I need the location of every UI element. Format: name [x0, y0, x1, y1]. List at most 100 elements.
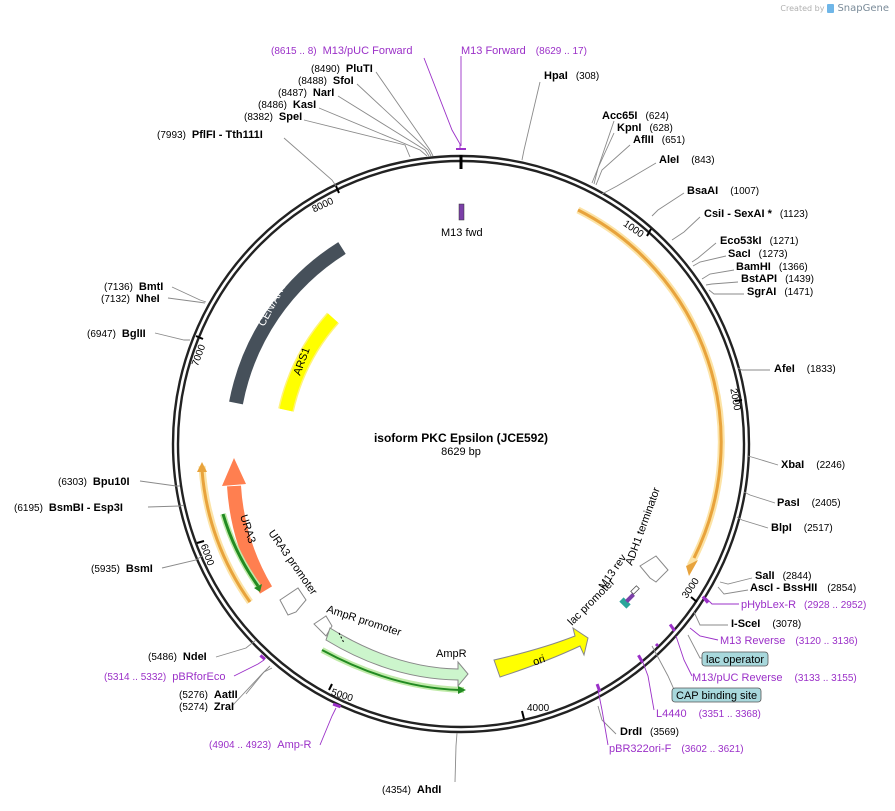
- credit-prefix: Created by: [780, 4, 825, 13]
- orf-ampr-arrowhead: [458, 686, 466, 694]
- feature-cenars[interactable]: [229, 242, 346, 405]
- enzyme-label[interactable]: Eco53kI(1271): [720, 235, 799, 247]
- enzyme-label[interactable]: (5935)BsmI: [91, 563, 153, 575]
- ruler-tick-label: 4000: [527, 703, 550, 714]
- ruler-tick-mark: [734, 399, 743, 402]
- enzyme-labels: (8490)PluTI (8488)SfoI (8487)NarI (8486)…: [14, 63, 856, 796]
- enzyme-label[interactable]: I-SceI(3078): [731, 618, 801, 630]
- enzyme-label[interactable]: AscI - BssHII(2854): [750, 582, 856, 594]
- enzyme-label[interactable]: SgrAI(1471): [747, 286, 813, 298]
- feature-m13fwd-mark[interactable]: [458, 203, 465, 221]
- ruler-tick-mark: [521, 710, 525, 720]
- feature-ori-label: ori: [531, 653, 547, 668]
- enzyme-label[interactable]: AleI(843): [659, 154, 715, 166]
- enzyme-label[interactable]: AfeI(1833): [774, 363, 836, 375]
- orf-ampr[interactable]: [321, 649, 461, 691]
- snapgene-logo-icon: [827, 4, 835, 13]
- enzyme-label[interactable]: (8487)NarI: [278, 87, 334, 99]
- cap-binding-site-label: CAP binding site: [676, 690, 757, 702]
- feature-ampr-promoter[interactable]: [313, 615, 333, 637]
- feature-adh1-terminator[interactable]: [639, 555, 669, 583]
- feature-ampr[interactable]: [325, 627, 469, 688]
- enzyme-label[interactable]: BstAPI(1439): [741, 273, 814, 285]
- primer-label[interactable]: L4440(3351 .. 3368): [656, 708, 761, 720]
- ampr-promoter-boundary: [338, 632, 345, 644]
- ruler-tick-mark: [196, 540, 205, 544]
- boxed-feature-labels: lac operator CAP binding site: [671, 651, 769, 703]
- orf-right[interactable]: [577, 208, 723, 559]
- enzyme-label[interactable]: XbaI(2246): [781, 459, 845, 471]
- feature-adh1-label: ADH1 terminator: [624, 486, 663, 567]
- feature-ars1[interactable]: [279, 313, 338, 412]
- primer-label[interactable]: M13 Forward(8629 .. 17): [461, 45, 587, 57]
- feature-small-mark[interactable]: [630, 585, 640, 595]
- cap-binding-site-box[interactable]: [671, 687, 762, 703]
- enzyme-label[interactable]: BamHI(1366): [736, 261, 808, 273]
- enzyme-label[interactable]: HpaI(308): [544, 70, 599, 82]
- enzyme-label[interactable]: (6947)BglII: [87, 328, 146, 340]
- enzyme-label[interactable]: DrdI(3569): [620, 726, 679, 738]
- enzyme-label[interactable]: (5276)AatII: [179, 689, 238, 701]
- ruler-tick-label: 8000: [311, 196, 336, 216]
- enzyme-label[interactable]: AflII(651): [633, 134, 685, 146]
- enzyme-label[interactable]: (7136)BmtI: [104, 281, 163, 293]
- feature-lac-operator-mark[interactable]: [619, 597, 631, 609]
- lac-operator-box[interactable]: [701, 651, 769, 667]
- primer-label[interactable]: (8615 .. 8)M13/pUC Forward: [271, 45, 412, 57]
- lac-operator-label: lac operator: [706, 654, 764, 666]
- enzyme-label[interactable]: (6303)Bpu10I: [58, 476, 130, 488]
- orf-left[interactable]: [200, 469, 252, 603]
- enzyme-label[interactable]: BlpI(2517): [771, 522, 833, 534]
- enzyme-label[interactable]: SalI(2844): [755, 570, 811, 582]
- enzyme-label[interactable]: (5486)NdeI: [148, 651, 207, 663]
- ruler-tick-mark: [328, 683, 333, 691]
- feature-ura3-arrowhead: [222, 458, 246, 486]
- ruler-tick-mark: [690, 596, 698, 603]
- primer-label[interactable]: pBR322ori-F(3602 .. 3621): [609, 743, 744, 755]
- orf-ura3-green[interactable]: [221, 513, 260, 587]
- orf-ura3-green-arrowhead: [254, 584, 262, 592]
- primer-label[interactable]: M13/pUC Reverse(3133 .. 3155): [692, 672, 857, 684]
- primer-label[interactable]: M13 Reverse(3120 .. 3136): [720, 635, 858, 647]
- enzyme-label[interactable]: PasI(2405): [777, 497, 841, 509]
- ruler-tick-mark: [195, 335, 204, 340]
- orf-left-arrowhead: [197, 462, 207, 472]
- ruler-tick-mark: [646, 228, 652, 237]
- primer-label[interactable]: (4904 .. 4923)Amp-R: [209, 739, 312, 751]
- enzyme-label[interactable]: SacI(1273): [728, 248, 788, 260]
- enzyme-label[interactable]: (8486)KasI: [258, 99, 316, 111]
- feature-ampr-label: AmpR: [436, 648, 467, 660]
- enzyme-label[interactable]: BsaAI(1007): [687, 185, 759, 197]
- enzyme-label[interactable]: Acc65I(624): [602, 110, 669, 122]
- snapgene-credit: Created by SnapGene: [780, 3, 889, 14]
- primer-label[interactable]: (5314 .. 5332)pBRforEco: [104, 671, 225, 683]
- feature-m13fwd-label: M13 fwd: [441, 227, 483, 239]
- enzyme-label[interactable]: KpnI(628): [617, 122, 673, 134]
- primer-labels: (8615 .. 8)M13/pUC Forward M13 Forward(8…: [104, 45, 866, 755]
- enzyme-label[interactable]: (6195)BsmBI - Esp3I: [14, 502, 123, 514]
- feature-ura3-promoter-label: URA3 promoter: [266, 528, 320, 598]
- feature-ori[interactable]: [493, 626, 589, 678]
- enzyme-label[interactable]: (8382)SpeI: [244, 111, 302, 123]
- enzyme-label[interactable]: (4354)AhdI: [382, 784, 441, 796]
- enzyme-label[interactable]: (7132)NheI: [101, 293, 160, 305]
- enzyme-label[interactable]: (8490)PluTI: [311, 63, 373, 75]
- plasmid-size: 8629 bp: [441, 446, 481, 458]
- plasmid-name: isoform PKC Epsilon (JCE592): [374, 431, 548, 445]
- ruler-tick-label: 2000: [727, 388, 742, 412]
- ruler-tick-label: 7000: [190, 343, 208, 368]
- primer-label[interactable]: pHybLex-R(2928 .. 2952): [741, 599, 866, 611]
- feature-ura3-promoter[interactable]: [279, 587, 307, 616]
- enzyme-label[interactable]: (8488)SfoI: [298, 75, 354, 87]
- ruler-tick-mark: [335, 185, 340, 194]
- enzyme-label[interactable]: (7993)PflFI - Tth111I: [157, 129, 263, 141]
- enzyme-label[interactable]: CsiI - SexAI *(1123): [704, 208, 808, 220]
- primer-marks: [259, 148, 710, 709]
- enzyme-label[interactable]: (5274)ZraI: [179, 701, 234, 713]
- feature-ura3[interactable]: [227, 485, 273, 594]
- feature-m13rev-mark[interactable]: [625, 593, 635, 603]
- orf-right-arrowhead: [686, 560, 698, 576]
- credit-brand[interactable]: SnapGene: [837, 3, 889, 14]
